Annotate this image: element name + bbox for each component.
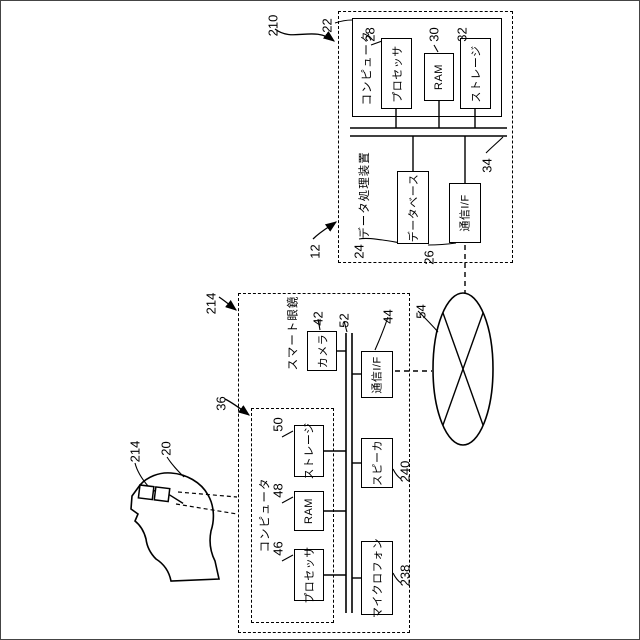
correspondence-line-upper xyxy=(177,491,238,498)
leader-ref-30 xyxy=(433,44,439,53)
arrow-ref-12 xyxy=(312,221,338,240)
glasses-speaker-box: スピーカ xyxy=(361,438,393,488)
glasses-unit-label: スマート眼鏡 xyxy=(287,295,299,371)
ref-46: 46 xyxy=(270,540,286,556)
leader-ref-54 xyxy=(417,310,439,333)
glasses-unit-dashed-box xyxy=(238,293,410,633)
leader-ref-42 xyxy=(317,318,321,331)
smart-glasses-on-user xyxy=(137,484,184,504)
ref-214-box: 214 xyxy=(203,292,219,314)
correspondence-line-lower xyxy=(175,503,238,515)
ref-44: 44 xyxy=(380,308,396,324)
leader-ref-20 xyxy=(166,456,185,478)
ref-48: 48 xyxy=(270,482,286,498)
server-database-box: データベース xyxy=(397,171,429,244)
leader-ref-238 xyxy=(392,572,402,584)
leader-ref-28 xyxy=(370,40,383,46)
glasses-storage-box: ストレージ xyxy=(294,422,324,480)
server-comm-if-box: 通信I/F xyxy=(449,183,481,243)
ref-238: 238 xyxy=(397,564,413,586)
leader-ref-214-person xyxy=(134,462,149,487)
leader-ref-22 xyxy=(334,19,353,24)
ref-52: 52 xyxy=(336,312,352,328)
arrow-ref-214-box xyxy=(218,296,238,311)
server-storage-box: ストレージ xyxy=(460,38,491,109)
leader-ref-240 xyxy=(392,468,402,480)
leader-ref-46 xyxy=(281,554,294,562)
leader-ref-34 xyxy=(485,136,504,154)
glasses-lens-left xyxy=(137,484,155,501)
server-processor-box: プロセッサ xyxy=(381,38,412,109)
glasses-processor-box: プロセッサ xyxy=(294,546,324,604)
ref-36: 36 xyxy=(213,395,229,411)
ref-54: 54 xyxy=(413,303,429,319)
glasses-camera-box: カメラ xyxy=(307,331,337,371)
server-unit-label: データ処理装置 xyxy=(359,151,371,239)
ref-50: 50 xyxy=(270,416,286,432)
leader-ref-52 xyxy=(343,320,348,333)
ref-28: 28 xyxy=(362,26,378,42)
network-cross-line-2 xyxy=(442,312,484,426)
ref-214-person: 214 xyxy=(127,440,143,462)
glasses-ram-box: RAM xyxy=(294,491,324,531)
glasses-lens-right xyxy=(153,486,171,503)
glasses-computer-dashed-box xyxy=(251,408,334,623)
server-unit-dashed-box xyxy=(338,11,513,263)
ref-22: 22 xyxy=(319,17,335,33)
leader-ref-48 xyxy=(281,496,294,504)
ref-34: 34 xyxy=(479,157,495,173)
leader-ref-44 xyxy=(374,316,389,351)
glasses-temple-arm xyxy=(168,493,184,504)
glasses-microphone-box: マイクロフォン xyxy=(361,538,393,618)
leader-ref-50 xyxy=(281,430,294,438)
glasses-comm-if-box: 通信I/F xyxy=(361,351,393,398)
server-ram-box: RAM xyxy=(424,53,454,101)
ref-30: 30 xyxy=(426,26,442,42)
ref-26: 26 xyxy=(421,249,437,265)
ref-32: 32 xyxy=(454,26,470,42)
leader-ref-26 xyxy=(427,242,457,246)
arrow-ref-36 xyxy=(224,398,251,416)
network-ellipse xyxy=(432,292,494,446)
ref-42: 42 xyxy=(310,310,326,326)
arrow-ref-210 xyxy=(274,28,336,42)
ref-20: 20 xyxy=(158,440,174,456)
server-computer-box xyxy=(352,18,502,117)
ref-210: 210 xyxy=(265,14,281,36)
ref-240: 240 xyxy=(397,460,413,482)
ref-24: 24 xyxy=(351,243,367,259)
ref-12: 12 xyxy=(307,243,323,259)
